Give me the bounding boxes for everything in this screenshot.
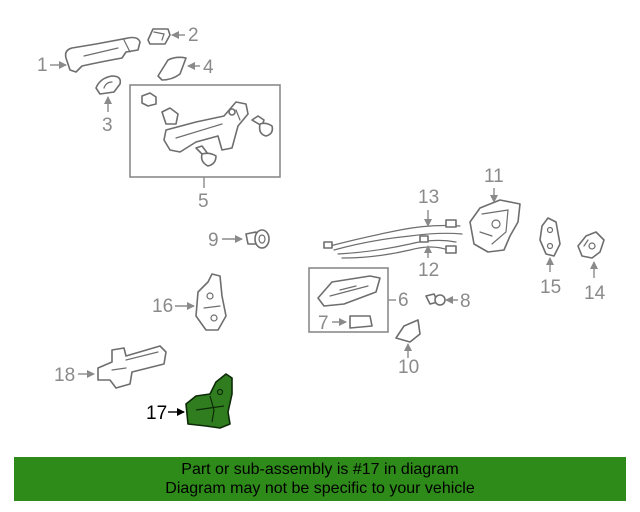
callout-8: 8 (460, 291, 471, 312)
inner-handle-clip-part[interactable] (349, 315, 373, 329)
callout-5: 5 (198, 191, 209, 212)
door-handle-bracket-part[interactable] (97, 345, 167, 389)
banner-line-1: Part or sub-assembly is #17 in diagram (181, 461, 459, 478)
door-lock-actuator-part[interactable] (469, 199, 521, 253)
part-5-group-box (129, 84, 281, 178)
striker-part[interactable] (539, 217, 561, 257)
callout-7-inbox: 7 (318, 313, 329, 334)
callout-14: 14 (584, 283, 606, 304)
callout-10: 10 (398, 357, 419, 378)
door-cables-part[interactable] (323, 219, 463, 259)
handle-bezel-part[interactable] (95, 75, 122, 95)
latch-bracket-part[interactable] (577, 231, 605, 259)
callout-9: 9 (208, 230, 219, 251)
callout-6: 6 (398, 290, 409, 311)
handle-cap-part[interactable] (147, 28, 171, 45)
callout-1: 1 (37, 55, 48, 76)
handle-trim-part[interactable] (395, 319, 421, 343)
highlighted-bracket-part-17[interactable] (185, 373, 233, 429)
callout-4: 4 (203, 57, 214, 78)
callout-15: 15 (540, 277, 561, 298)
banner-line-2: Diagram may not be specific to your vehi… (165, 480, 475, 497)
outer-door-handle-part[interactable] (64, 36, 141, 73)
callout-13: 13 (418, 187, 439, 208)
callout-11: 11 (484, 166, 504, 187)
inner-handle-part[interactable] (317, 275, 381, 307)
frame-bolt-lower-part[interactable] (195, 145, 217, 167)
screw-part[interactable] (425, 293, 446, 306)
latch-plate-part[interactable] (195, 273, 227, 331)
callout-3: 3 (102, 115, 113, 136)
frame-bolt-upper-part[interactable] (251, 115, 274, 137)
cover-plate-part[interactable] (157, 56, 187, 81)
highlight-notice-banner: Part or sub-assembly is #17 in diagram D… (14, 457, 626, 501)
callout-18: 18 (54, 365, 75, 386)
handle-frame-part[interactable] (141, 92, 249, 153)
callout-16: 16 (152, 296, 173, 317)
grommet-part[interactable] (245, 229, 270, 249)
callout-17: 17 (146, 403, 167, 424)
callout-2: 2 (188, 25, 199, 46)
callout-12: 12 (418, 260, 439, 281)
